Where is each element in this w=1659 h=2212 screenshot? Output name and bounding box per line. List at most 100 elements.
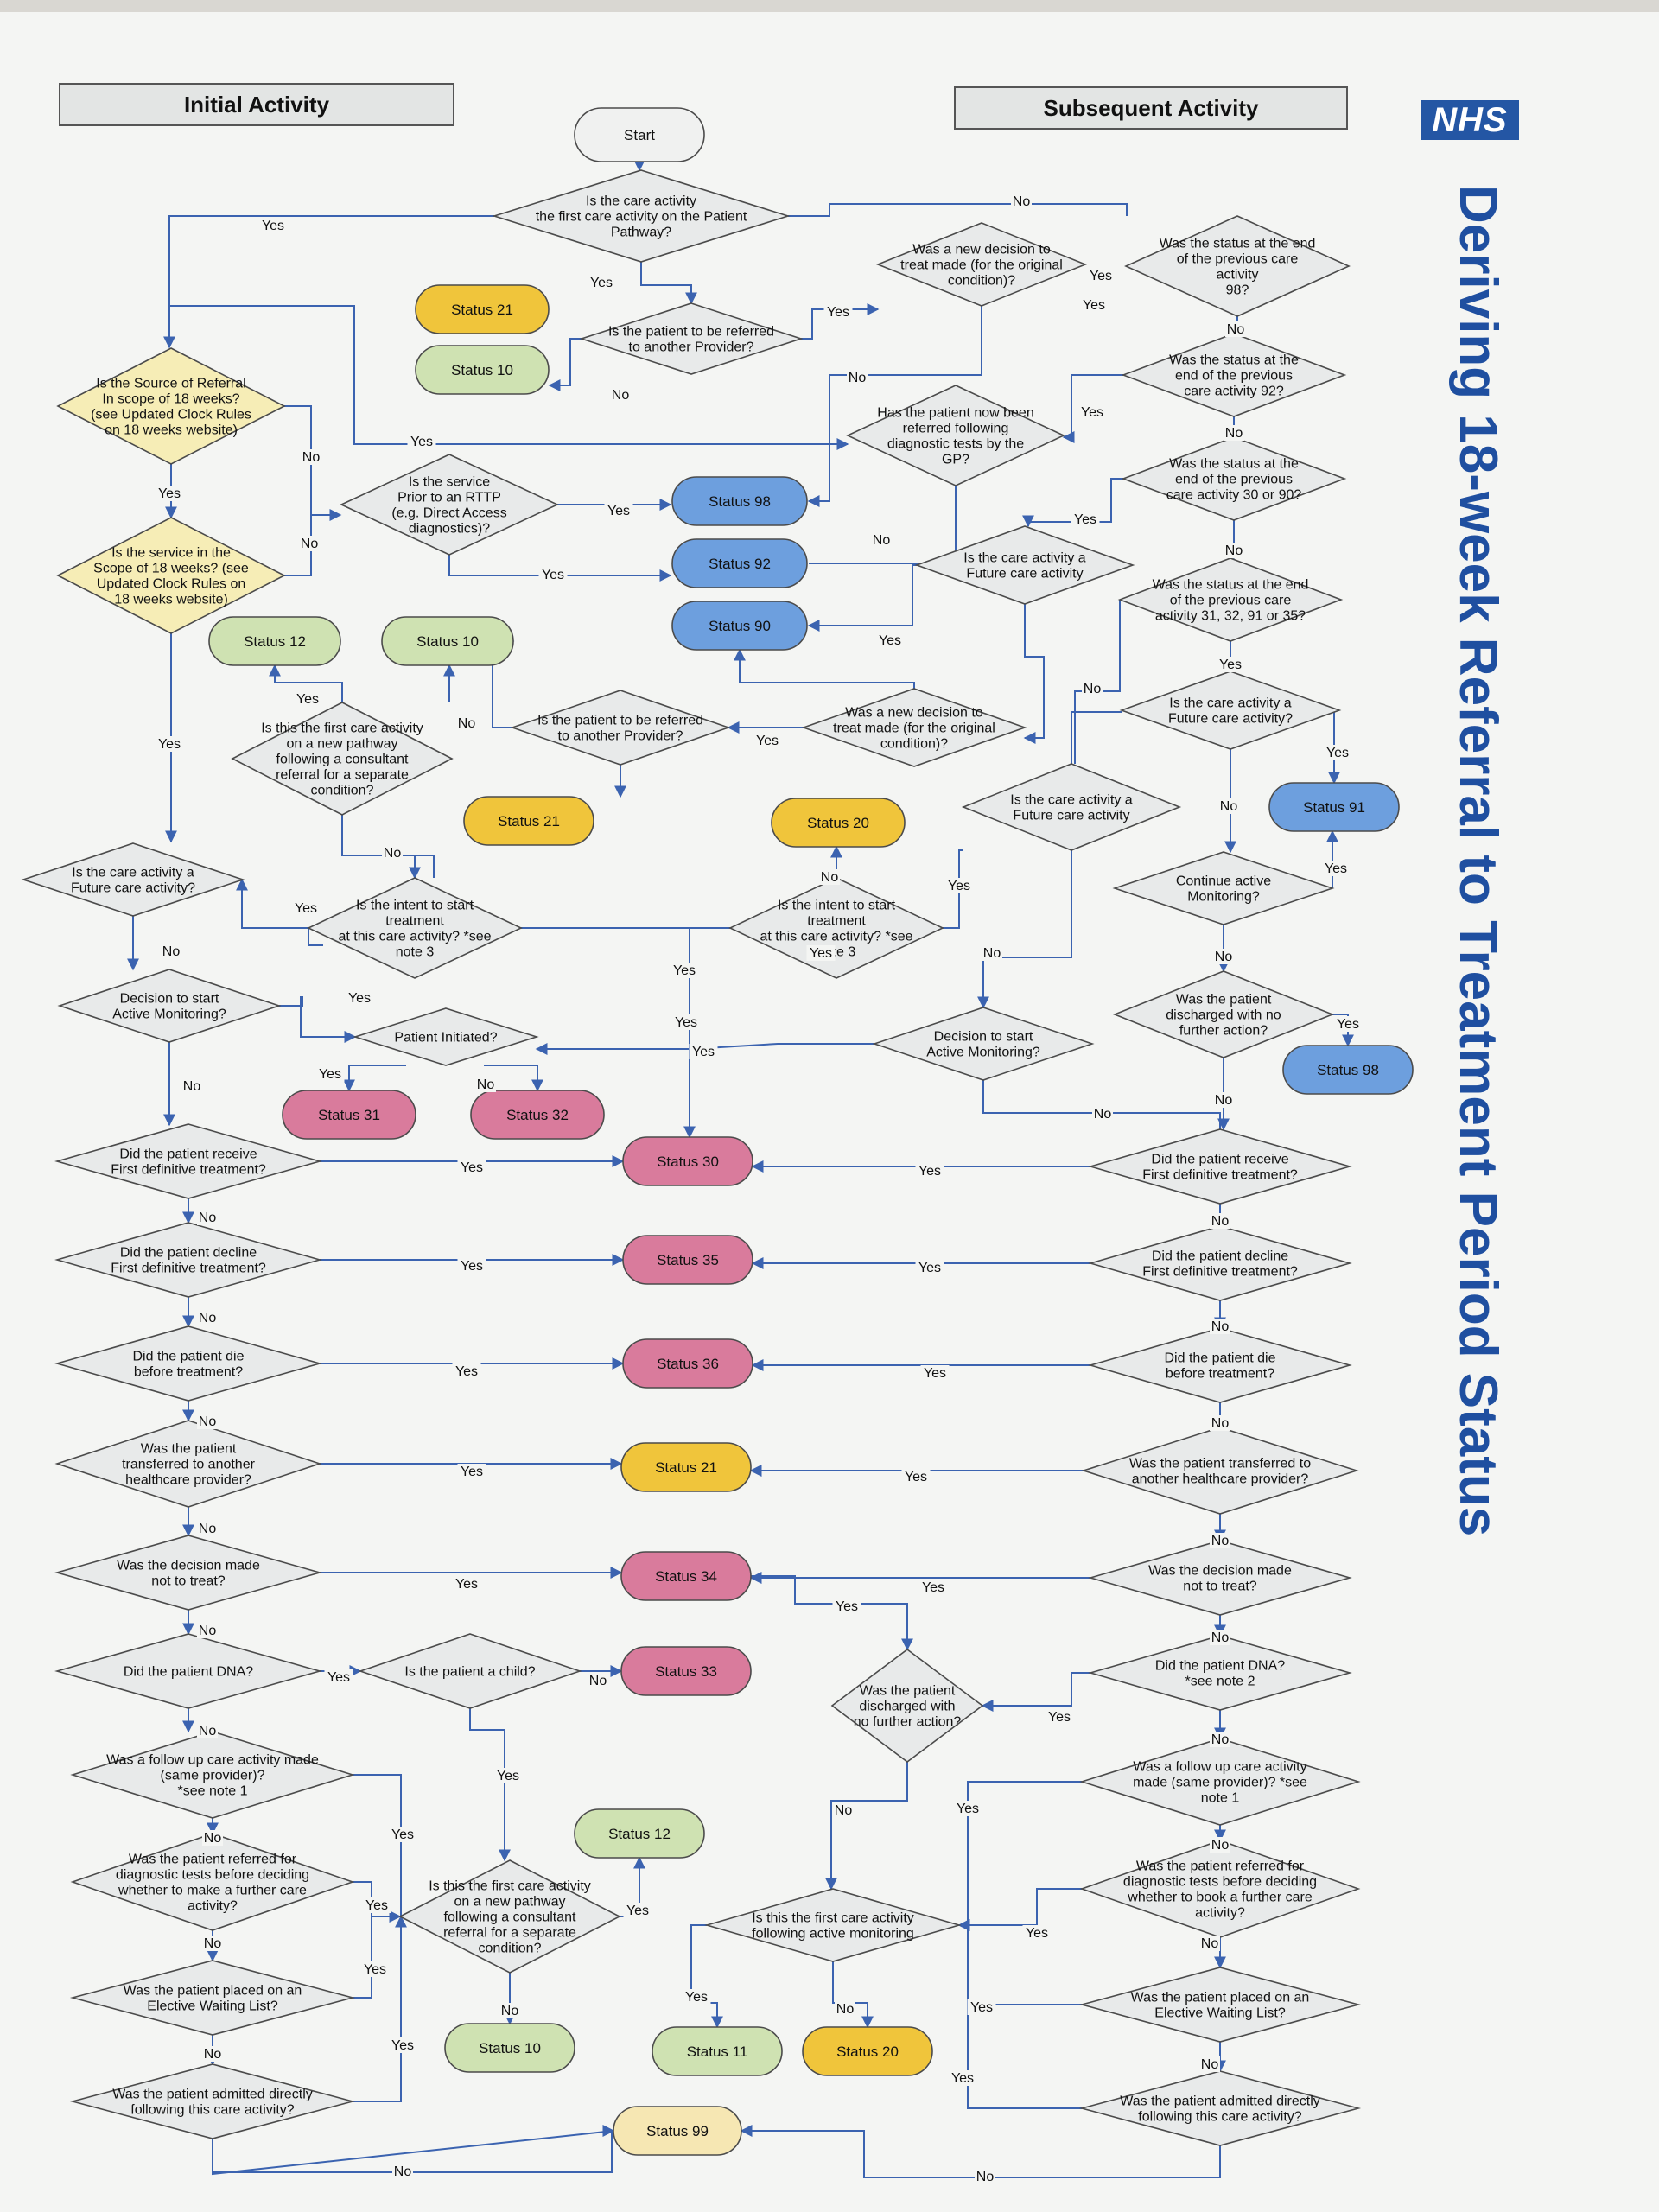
- node-text: (same provider)?: [161, 1769, 265, 1783]
- edge-label-no: No: [199, 1414, 217, 1429]
- edge-label-background: [1086, 268, 1116, 283]
- node-text: discharged with no: [1166, 1008, 1281, 1023]
- decision-diamond: [56, 347, 286, 465]
- node-text: Status 31: [318, 1107, 380, 1123]
- edge-label-background: [457, 1160, 486, 1175]
- node-text: end of the previous: [1175, 369, 1293, 384]
- edge-label-background: [953, 1801, 982, 1816]
- connector-line: [469, 1708, 511, 1862]
- decision-diamond: [54, 1123, 322, 1199]
- connector-line: [353, 1915, 407, 2102]
- connector-line: [448, 555, 672, 582]
- decision-diamond: [69, 2063, 356, 2139]
- node-text: diagnostic tests before deciding: [1123, 1875, 1317, 1890]
- edge-label-background: [475, 1077, 496, 1092]
- status-node: Status 21: [620, 1442, 752, 1492]
- status-node: Status 91: [1268, 782, 1400, 832]
- edge-label-yes: Yes: [905, 1470, 927, 1484]
- decision-diamond: [70, 1833, 355, 1931]
- edge-label-background: [944, 878, 974, 893]
- node-text: condition?: [311, 784, 374, 798]
- edge-label-no: No: [1225, 543, 1243, 558]
- edge-label-yes: Yes: [948, 879, 970, 893]
- edge-label-no: No: [204, 1936, 222, 1951]
- node-text: Is the care activity a: [72, 866, 194, 880]
- edge-label-background: [1210, 1837, 1230, 1853]
- edge-label-no: No: [477, 1077, 495, 1092]
- node-text: activity?: [1195, 1906, 1245, 1921]
- node-text: of the previous care: [1170, 594, 1292, 608]
- node-text: following active monitoring: [752, 1927, 914, 1942]
- decision-node: Was the patient admitted directlyfollowi…: [1078, 2070, 1362, 2146]
- decision-diamond: [510, 690, 731, 766]
- node-text: Did the patient decline: [120, 1246, 257, 1261]
- node-text: activity 31, 32, 91 or 35?: [1155, 609, 1306, 624]
- edge-label-background: [670, 963, 699, 978]
- node-text: Was the patient referred for: [129, 1853, 297, 1867]
- status-pill: [613, 2106, 742, 2156]
- edge-label-background: [819, 869, 840, 885]
- node-text: diagnostic tests by the: [887, 437, 1024, 452]
- edge-label-background: [1079, 297, 1109, 313]
- node-text: Was the patient referred for: [1136, 1859, 1305, 1874]
- decision-diamond: [830, 1649, 984, 1763]
- decision-diamond: [70, 1731, 355, 1819]
- edge-label-yes: Yes: [158, 486, 181, 501]
- edge-label-background: [456, 715, 477, 731]
- edge-label-no: No: [1225, 426, 1243, 441]
- connector-line: [832, 1961, 874, 2029]
- connector-line: [169, 305, 849, 450]
- edge-label-background: [388, 2037, 417, 2053]
- edge-label-background: [1045, 1709, 1074, 1725]
- node-text: activity?: [188, 1899, 238, 1914]
- node-text: (e.g. Direct Access: [391, 506, 506, 521]
- edge-label-yes: Yes: [461, 1465, 483, 1479]
- node-text: treatment: [807, 914, 866, 929]
- edge-label-yes: Yes: [295, 901, 317, 916]
- status-node: Status 11: [652, 2026, 783, 2076]
- node-text: not to treat?: [1183, 1580, 1256, 1594]
- edge-label-yes: Yes: [461, 1160, 483, 1175]
- edge-label-background: [975, 2169, 995, 2184]
- node-text: to another Provider?: [558, 729, 683, 744]
- edge-label-yes: Yes: [626, 1904, 649, 1918]
- edge-label-background: [982, 945, 1002, 961]
- edge-label-background: [407, 434, 436, 449]
- decision-diamond: [57, 969, 282, 1043]
- node-text: Status 35: [657, 1252, 719, 1268]
- edge-label-background: [392, 2164, 413, 2179]
- edge-label-background: [918, 1580, 948, 1595]
- edge-label-yes: Yes: [970, 2000, 993, 2015]
- initial-activity-header: Initial Activity: [59, 83, 454, 126]
- edge-label-yes: Yes: [365, 1898, 388, 1913]
- decision-diamond: [358, 1633, 582, 1709]
- node-text: Is this the first care activity: [261, 721, 423, 736]
- node-text: diagnostics)?: [409, 522, 490, 537]
- status-node: Status 34: [620, 1551, 752, 1601]
- edge-label-yes: Yes: [1074, 512, 1096, 527]
- node-text: Status 12: [608, 1826, 671, 1842]
- edge-label-no: No: [301, 537, 319, 551]
- edge-label-background: [181, 1078, 202, 1094]
- edge-label-background: [499, 2003, 520, 2018]
- node-text: following a consultant: [444, 1910, 577, 1925]
- edge-label-no: No: [1201, 1936, 1219, 1951]
- status-pill: [671, 476, 808, 526]
- status-pill: [415, 345, 550, 395]
- edge-label-background: [1199, 1936, 1220, 1951]
- status-pill: [415, 284, 550, 334]
- edge-label-yes: Yes: [607, 504, 630, 518]
- connector-line: [308, 928, 323, 946]
- edge-label-no: No: [162, 944, 181, 959]
- connector-line: [535, 1043, 874, 1055]
- edge-label-background: [587, 275, 616, 290]
- edge-label-no: No: [394, 2164, 412, 2179]
- status-pill: [620, 1551, 752, 1601]
- status-pill: [208, 616, 341, 666]
